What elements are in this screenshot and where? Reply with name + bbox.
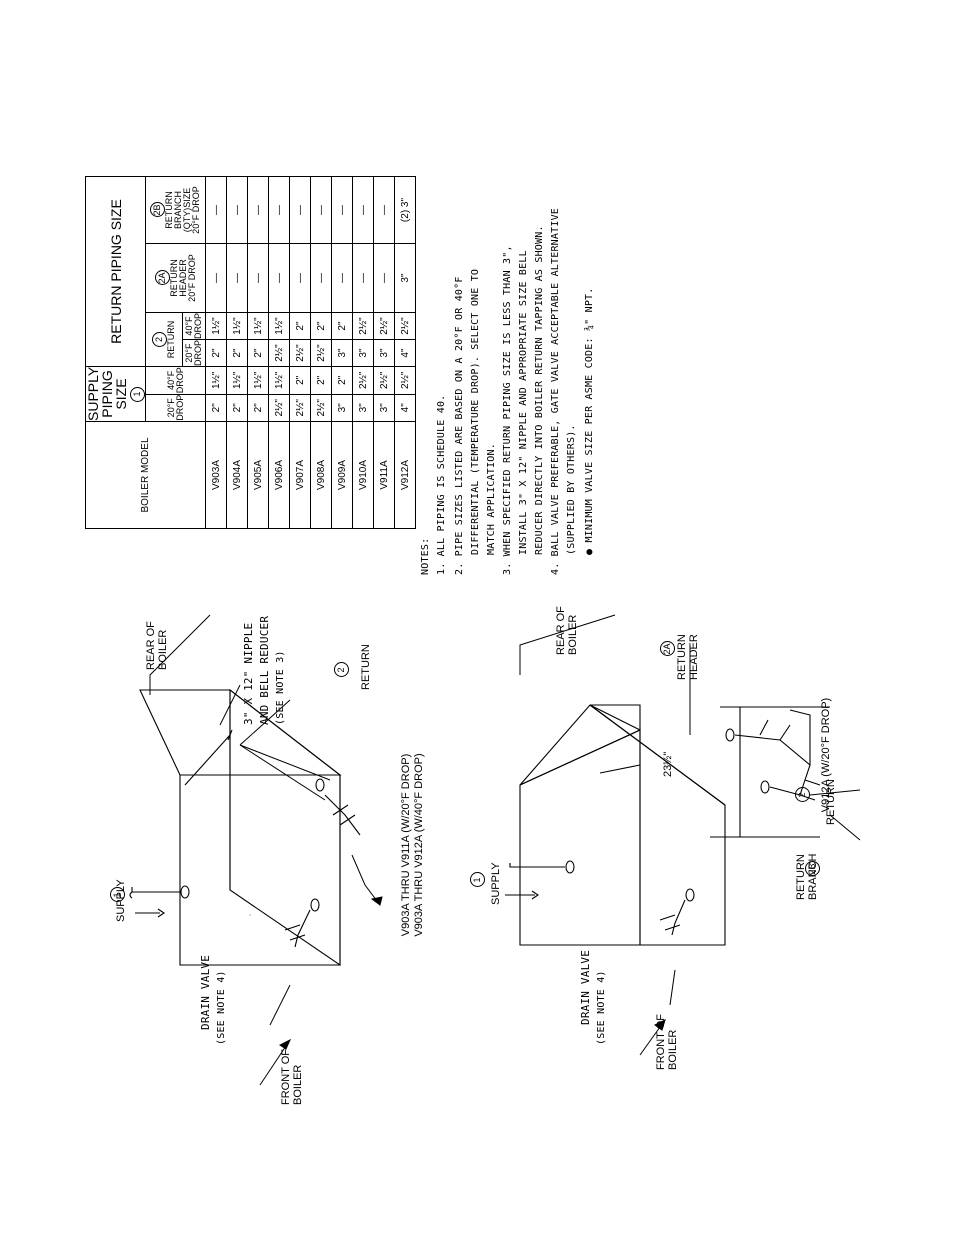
return-tapping-2b (725, 728, 735, 742)
fig2-supply-circle-wrap: 1 (470, 870, 485, 890)
drain-pipe-2 (671, 899, 686, 936)
return-arrow-2 (829, 814, 861, 841)
rear-leader-1 (149, 614, 211, 695)
supply-tapping-2 (565, 860, 575, 874)
branch-leader-2 (809, 789, 861, 796)
boiler-2-top-face (519, 704, 641, 786)
fig2-header-label: RETURN HEADER (676, 634, 700, 680)
return-tapping-1 (315, 778, 325, 792)
nipple-leader-1 (239, 699, 331, 801)
return-circle-2: 2 (795, 787, 810, 803)
boiler-2-front-face (519, 729, 641, 946)
fig2-header-circle-wrap: 2A (660, 638, 675, 660)
drain-leader-1 (269, 984, 291, 1026)
fig2-branch-label: RETURN BRANCH (795, 853, 819, 900)
return-tapping-2a (760, 780, 770, 794)
boiler-2-side-face (589, 704, 726, 946)
supply-tapping-1 (180, 885, 190, 899)
fig2-drain-2: (SEE NOTE 4) (596, 970, 607, 1045)
supply-circle-2: 1 (470, 872, 485, 888)
rear-leader-2 (519, 614, 616, 675)
return-pipe-1 (324, 794, 361, 836)
drain-leader-2 (669, 969, 676, 1006)
fig2-front-label: FRONT OF BOILER (655, 1013, 679, 1070)
header-circle-2: 2A (660, 641, 675, 657)
fig2-return-circle-wrap: 2 (795, 785, 810, 805)
fig2-rear-label: REAR OF BOILER (555, 606, 579, 655)
fig2-dim-label: 23½" (662, 751, 674, 777)
drain-pipe-1 (294, 909, 311, 948)
fig2-return-label: RETURN (825, 779, 837, 825)
fig2-supply-label: SUPPLY (490, 862, 502, 905)
fig2-drain-1: DRAIN VALVE (579, 949, 592, 1025)
